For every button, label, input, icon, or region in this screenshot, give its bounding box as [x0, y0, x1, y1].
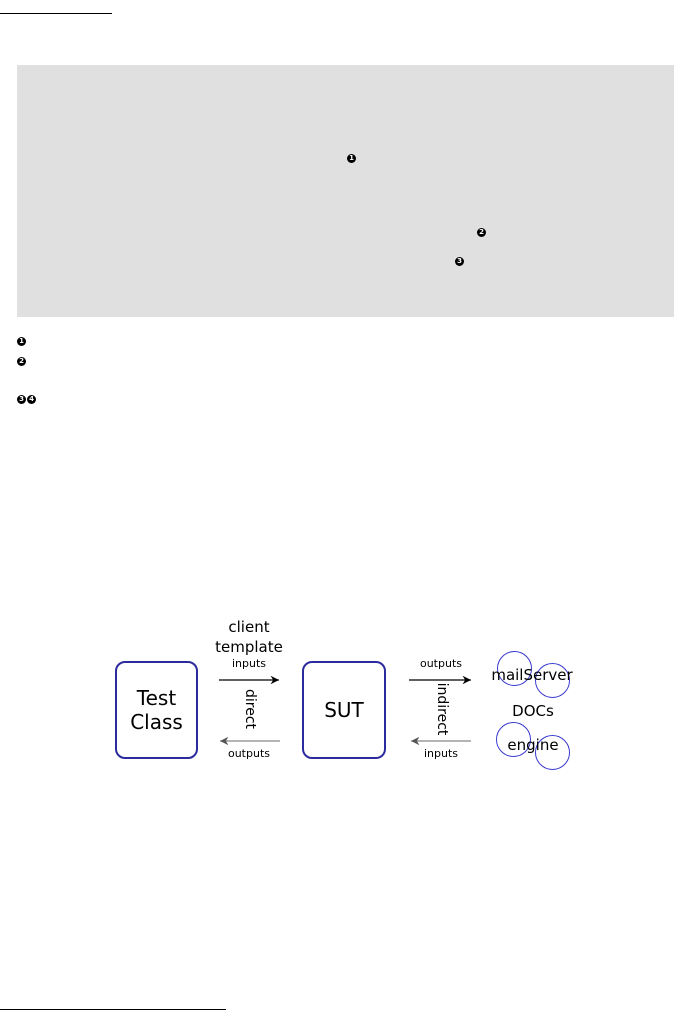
header-rule — [0, 13, 112, 14]
direct-outputs-label: outputs — [227, 747, 270, 760]
mailserver-circle-2 — [535, 663, 570, 698]
sut-box: SUT — [302, 661, 386, 759]
callout-1: 1 — [347, 154, 356, 163]
callout-legend-1: 1 — [17, 337, 26, 346]
engine-circle-2 — [535, 735, 570, 770]
mailserver-label: mailServer — [491, 666, 573, 684]
callout-legend-3-marker: 3 — [17, 395, 26, 404]
client-label: client — [228, 618, 270, 636]
callout-2: 2 — [477, 228, 486, 237]
engine-label: engine — [507, 736, 559, 754]
engine-circle-1 — [496, 722, 531, 757]
callout-legend-4-marker: 4 — [27, 395, 36, 404]
callout-legend-3-4: 3 4 — [17, 395, 36, 404]
code-listing: 1 2 3 — [17, 65, 674, 317]
mailserver-circle-1 — [497, 651, 532, 686]
callout-legend-2-marker: 2 — [17, 357, 26, 366]
docs-label: DOCs — [512, 702, 554, 720]
callout-legend-2: 2 — [17, 357, 26, 366]
indirect-outputs-label: outputs — [419, 657, 462, 670]
template-label: template — [215, 638, 283, 656]
footnote-rule — [0, 1009, 226, 1010]
indirect-inputs-label: inputs — [423, 747, 459, 760]
test-class-box: Test Class — [115, 661, 198, 759]
callout-legend-1-marker: 1 — [17, 337, 26, 346]
callout-3: 3 — [455, 257, 464, 266]
direct-inputs-label: inputs — [231, 657, 267, 670]
